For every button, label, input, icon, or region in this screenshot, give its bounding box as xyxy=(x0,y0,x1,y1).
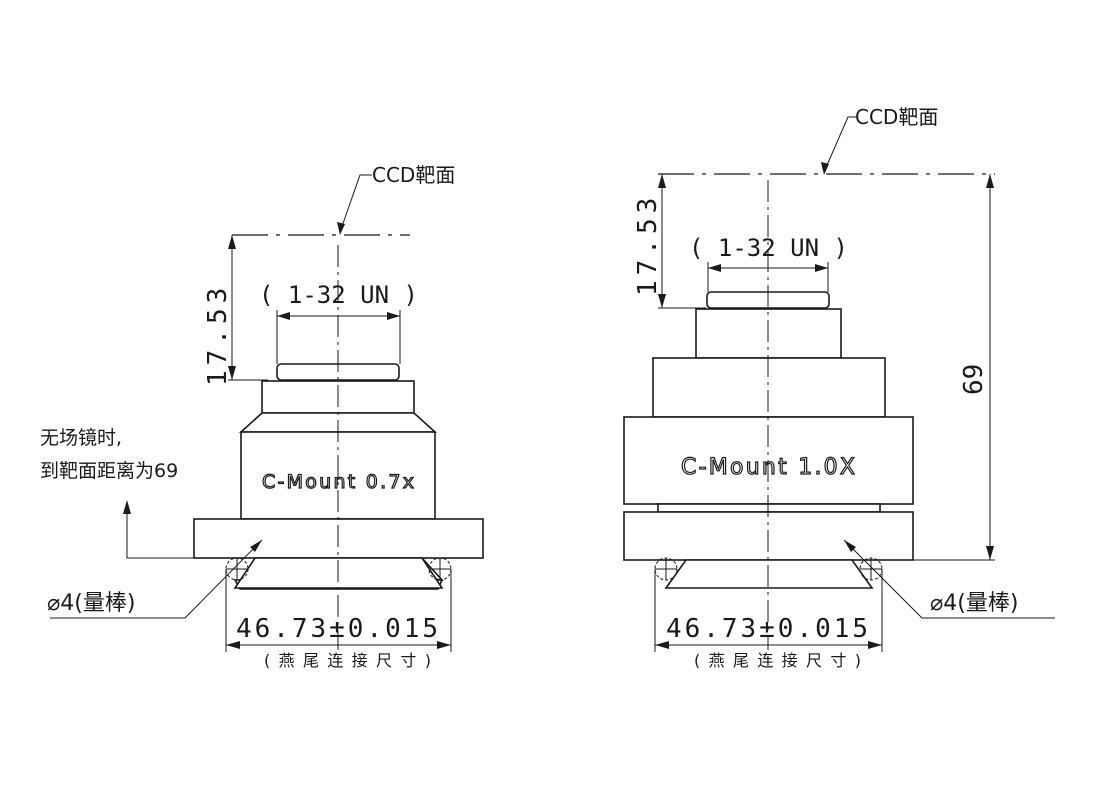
rod-leader-left xyxy=(50,539,263,619)
note-line1: 无场镜时, xyxy=(40,427,122,449)
note-line2: 到靶面距离为69 xyxy=(40,460,178,482)
ccd-label-right: CCD靶面 xyxy=(855,105,938,129)
adapter-left: CCD靶面 17.53 ( 1-32 UN ) C-Mount 0.7x xyxy=(40,163,484,670)
ccd-label-left: CCD靶面 xyxy=(372,163,455,187)
rod-label-right: ⌀4(量棒) xyxy=(930,591,1018,616)
rod-label-left: ⌀4(量棒) xyxy=(47,591,135,616)
note-leader xyxy=(126,505,194,559)
dovetail-note-left: (燕尾连接尺寸) xyxy=(264,651,434,670)
ccd-leader-left xyxy=(339,174,372,233)
dovetail-note-right: (燕尾连接尺寸) xyxy=(694,651,864,670)
dovetail-dim-right: 46.73±0.015 xyxy=(666,614,868,644)
collar-right xyxy=(657,503,881,513)
dovetail-dim-left: 46.73±0.015 xyxy=(236,614,438,644)
rod-leader-right xyxy=(843,539,1055,619)
adapter-right: CCD靶面 17.53 69 ( 1-32 UN ) C-Mount 1.0X xyxy=(623,105,1055,670)
dim-69: 69 xyxy=(959,364,989,395)
dim-17-53-right: 17.53 xyxy=(633,193,663,296)
upper-body-right xyxy=(652,357,886,418)
dovetail-right xyxy=(664,559,874,589)
dim-17-53-left: 17.53 xyxy=(203,283,233,386)
ccd-leader-right xyxy=(823,116,856,173)
